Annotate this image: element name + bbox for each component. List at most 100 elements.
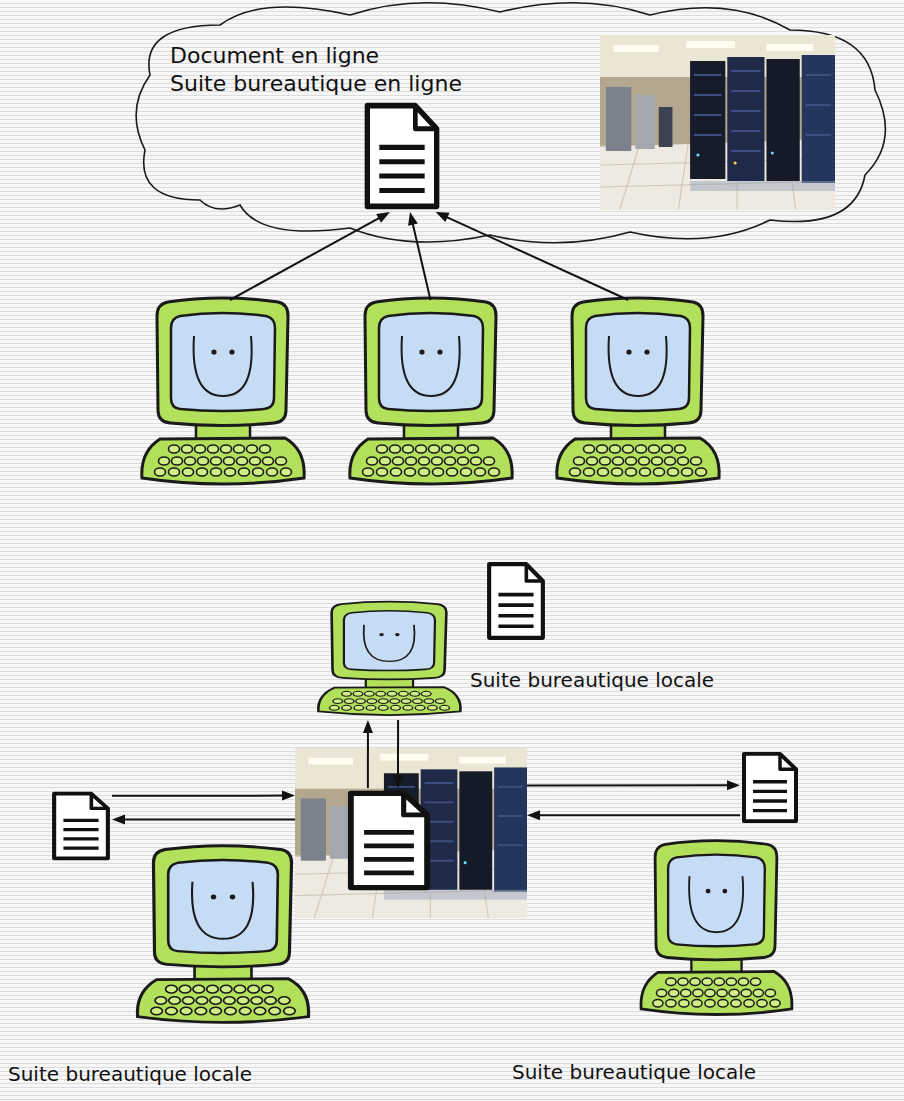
computer-icon-art-part bbox=[419, 349, 424, 354]
computer-icon-art-part bbox=[365, 298, 496, 426]
computer-icon-art-part bbox=[172, 457, 183, 465]
computer-icon-art-part bbox=[239, 468, 250, 476]
computer-icon-art-part bbox=[342, 691, 352, 696]
computer-icon-art-part bbox=[586, 313, 690, 411]
server-room-art-part bbox=[494, 767, 527, 891]
arrow-head bbox=[363, 720, 373, 733]
computer-icon-art-part bbox=[192, 882, 253, 939]
computer-icon: Suite bureautique locale bbox=[630, 835, 802, 1022]
computer-icon-art-part bbox=[653, 1000, 663, 1007]
computer-icon-art-part bbox=[182, 445, 193, 453]
computer-icon-art-part bbox=[364, 625, 415, 662]
arrow-connector bbox=[408, 212, 430, 300]
computer-icon-art-part bbox=[276, 457, 287, 465]
computer-icon-art-part bbox=[693, 989, 703, 996]
computer-icon-art-part bbox=[447, 468, 458, 476]
computer-icon-art-part bbox=[626, 457, 637, 465]
server-room-photo-part bbox=[766, 59, 799, 181]
computer-icon-art-part bbox=[395, 633, 400, 636]
server-room-art-part bbox=[421, 769, 458, 889]
arrow-head bbox=[112, 815, 125, 825]
server-room-photo-part bbox=[696, 153, 699, 156]
computer-icon-art-part bbox=[344, 699, 354, 704]
computer-icon-art-part bbox=[410, 691, 420, 696]
computer-icon-art-part bbox=[269, 1007, 281, 1015]
server-room-art-part bbox=[464, 861, 467, 864]
server-room-art-part bbox=[388, 783, 523, 861]
connector-line bbox=[412, 223, 430, 300]
computer-icon-art-part bbox=[682, 468, 693, 476]
computer-icon-art-part bbox=[356, 699, 366, 704]
cloud-caption: Document en ligne bbox=[170, 42, 379, 69]
computer-icon-art-part bbox=[738, 978, 748, 985]
computer-icon-art-part bbox=[744, 1000, 754, 1007]
connector-line bbox=[123, 818, 295, 820]
cloud-shape: Document en ligneSuite bureautique en li… bbox=[130, 0, 892, 250]
server-room-photo bbox=[600, 35, 835, 210]
server-room-art-part bbox=[295, 851, 527, 918]
computer-icon-art-part bbox=[342, 705, 352, 710]
computer-icon-art-part bbox=[185, 457, 196, 465]
computer-icon-art-part bbox=[717, 989, 727, 996]
computer-icon-art-part bbox=[403, 445, 414, 453]
computer-icon-art-part bbox=[714, 978, 724, 985]
computer-icon-art-part bbox=[665, 457, 676, 465]
computer-icon-art-part bbox=[211, 468, 222, 476]
computer-icon-art-part bbox=[584, 468, 595, 476]
computer-icon-art-part bbox=[757, 1000, 767, 1007]
arrow-head bbox=[527, 810, 540, 820]
computer-icon-art-part bbox=[318, 687, 460, 715]
computer-icon-art-part bbox=[584, 445, 595, 453]
computer-icon-art-part bbox=[166, 985, 178, 993]
server-room-art-part bbox=[301, 799, 326, 861]
computer-icon-art-part bbox=[678, 978, 688, 985]
computer-icon-art-part bbox=[208, 445, 219, 453]
computer-icon: Suite bureautique locale bbox=[125, 840, 320, 1030]
computer-icon-art-part bbox=[251, 997, 263, 1005]
document-icon-part bbox=[404, 793, 427, 815]
computer-icon-art-part bbox=[421, 691, 431, 696]
server-room-art-part bbox=[353, 818, 367, 857]
computer-icon-art-part bbox=[155, 997, 167, 1005]
computer-icon-art-part bbox=[196, 418, 250, 442]
computer-icon-art-part bbox=[180, 1007, 192, 1015]
server-room-art-part bbox=[384, 890, 527, 900]
computer-icon-art-part bbox=[211, 895, 216, 900]
computer-icon-art-part bbox=[610, 445, 621, 453]
computer-icon-art bbox=[545, 292, 730, 492]
computer-icon-art-part bbox=[702, 978, 712, 985]
computer-caption: Suite bureautique locale bbox=[8, 1062, 252, 1086]
computer-icon-art-part bbox=[393, 457, 404, 465]
server-room-photo-part bbox=[600, 141, 835, 210]
server-room-art-part bbox=[380, 754, 428, 761]
computer-icon-art-part bbox=[597, 445, 608, 453]
document-icon-part bbox=[744, 754, 796, 821]
text-holder: Suite bureautique locale bbox=[470, 668, 714, 692]
arrow-head bbox=[376, 212, 390, 223]
computer-icon-art-part bbox=[455, 445, 466, 453]
computer-icon-art-part bbox=[207, 985, 219, 993]
computer-icon: Suite bureautique locale bbox=[308, 598, 470, 720]
document-icon-part bbox=[351, 793, 427, 887]
computer-icon-art-part bbox=[641, 972, 792, 1015]
server-room-art-part bbox=[459, 771, 492, 890]
document-icon bbox=[485, 560, 547, 642]
connector-line bbox=[446, 217, 629, 300]
server-room bbox=[295, 748, 527, 918]
computer-icon-art-part bbox=[640, 468, 651, 476]
computer-icon-art-part bbox=[471, 457, 482, 465]
server-room-photo-part bbox=[600, 77, 835, 145]
connector-line bbox=[367, 731, 369, 788]
computer-icon-art-part bbox=[350, 438, 512, 484]
computer-icon-art-part bbox=[405, 468, 416, 476]
computer-icon-art-part bbox=[377, 468, 388, 476]
computer-icon-art-part bbox=[179, 985, 191, 993]
computer-icon-art-part bbox=[248, 985, 260, 993]
server-room-photo-part bbox=[635, 95, 655, 149]
computer-icon-art-part bbox=[726, 978, 736, 985]
server-room-photo-part bbox=[600, 139, 835, 210]
computer-icon-art-part bbox=[404, 418, 458, 442]
computer-icon-art-part bbox=[332, 602, 447, 680]
computer-icon-art-part bbox=[281, 468, 292, 476]
computer-icon-art-part bbox=[399, 691, 409, 696]
